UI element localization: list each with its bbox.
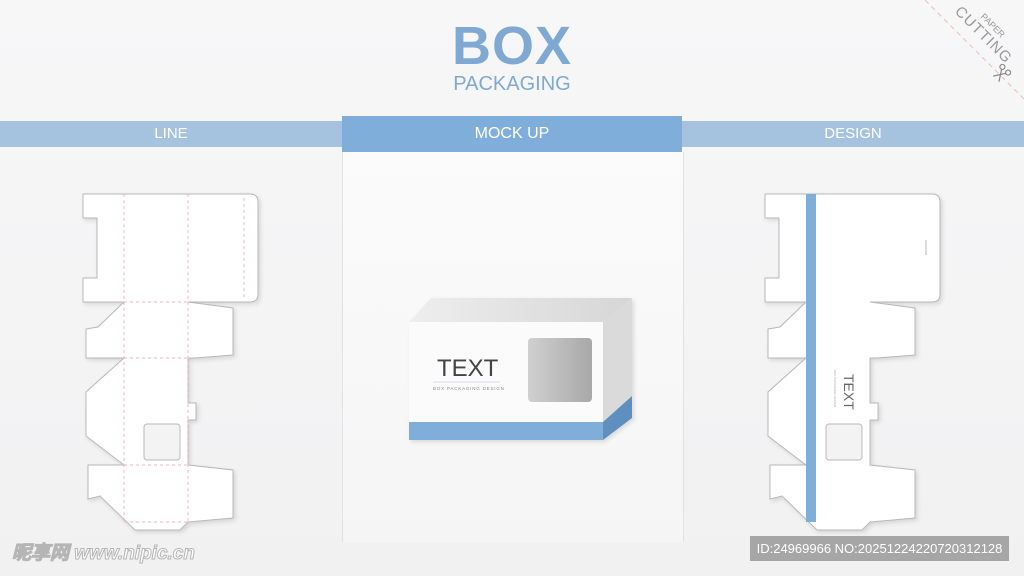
tab-line: LINE: [154, 125, 188, 142]
tab-design: DESIGN: [824, 125, 882, 142]
mockup-text: TEXT: [437, 355, 499, 382]
watermark-id: ID:24969966 NO:20251224220720312128: [750, 536, 1009, 561]
dieline-template: [82, 193, 259, 531]
box-mockup: [409, 298, 632, 440]
watermark-site: 昵享网 www.nipic.cn: [12, 543, 196, 565]
design-text: TEXT: [841, 374, 857, 410]
design-stripe: [806, 194, 816, 522]
tab-mock-up: MOCK UP: [342, 116, 682, 152]
window-cutout: [825, 423, 863, 461]
design-tagline: BOX PACKAGING DESIGN: [833, 370, 837, 407]
page-subtitle: PACKAGING: [453, 73, 571, 95]
scissors-icon: [993, 63, 1012, 82]
mockup-tagline: BOX PACKAGING DESIGN: [433, 386, 505, 391]
design-template: TEXT BOX PACKAGING DESIGN: [764, 193, 941, 531]
page-title: BOX: [451, 16, 573, 76]
cut-line: [924, 0, 1024, 100]
window-cutout: [143, 423, 181, 461]
fold-lines: [123, 194, 245, 523]
